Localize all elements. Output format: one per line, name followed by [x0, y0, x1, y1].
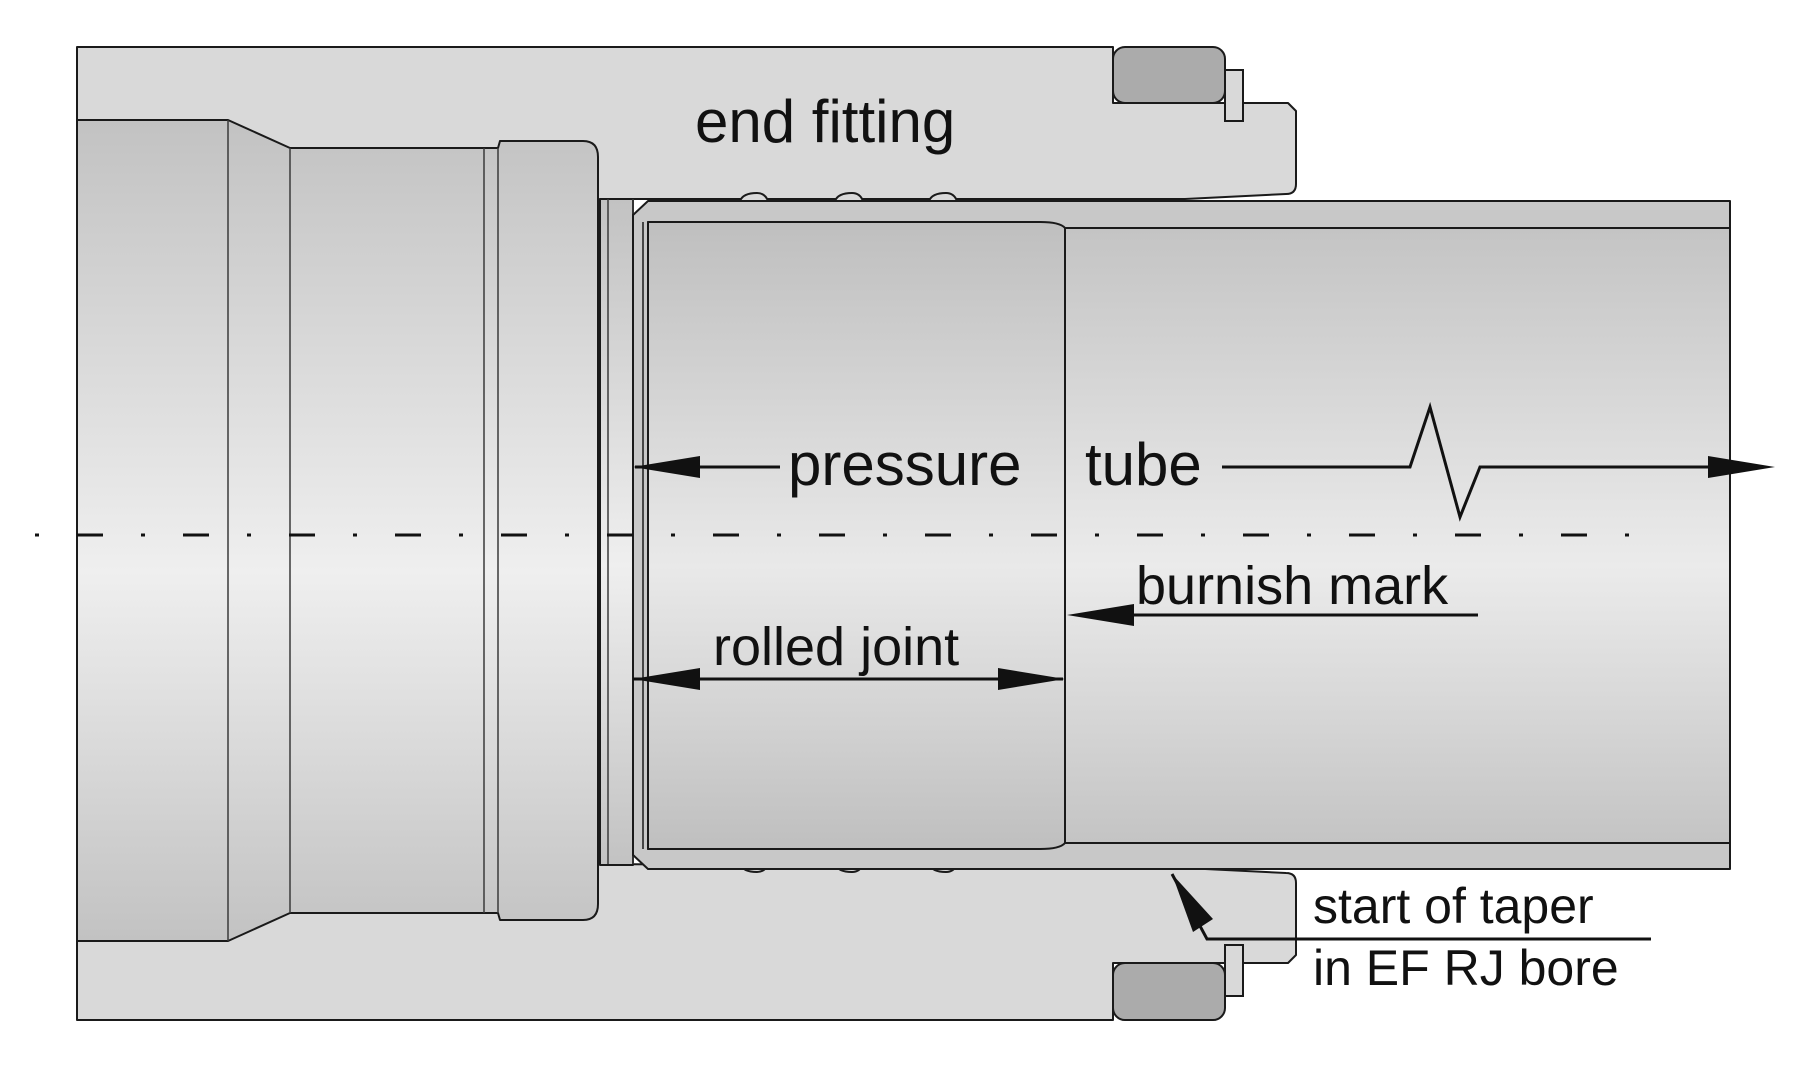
taper-label-line1: start of taper	[1313, 878, 1594, 934]
arrowheads	[633, 456, 1775, 478]
pressure-tube	[632, 200, 1731, 870]
burnish-arrow-icon	[1067, 604, 1134, 626]
seal-clip-bottom	[1224, 944, 1244, 997]
taper-label-line2: in EF RJ bore	[1313, 940, 1619, 996]
tube-label: tube	[1085, 431, 1202, 498]
pressure-label: pressure	[788, 431, 1021, 498]
groove-top-1	[739, 191, 769, 202]
seal-clip-top	[1224, 69, 1244, 122]
groove-top-3	[928, 191, 958, 202]
joint-land	[599, 198, 634, 866]
end-fitting-bore	[76, 119, 599, 942]
tube-bore	[1064, 227, 1731, 844]
rolled-joint-dimension	[633, 668, 1065, 690]
taper-arrow-icon	[1172, 874, 1213, 932]
burnish-mark-label: burnish mark	[1136, 556, 1449, 616]
end-fitting-body	[76, 46, 1297, 1021]
arrowhead-right-icon	[1708, 456, 1775, 478]
rolled-section-bore	[647, 221, 1066, 850]
end-fitting-label: end fitting	[695, 88, 955, 155]
taper-leader	[1170, 873, 1651, 941]
arrowhead-left-icon	[633, 456, 700, 478]
break-mark-icon	[1222, 401, 1710, 522]
burnish-mark-leader	[1067, 604, 1478, 626]
seal-rings	[1112, 46, 1244, 1021]
groove-top-2	[834, 191, 864, 202]
seal-ring-top	[1112, 46, 1226, 104]
rolled-joint-arrow-left-icon	[633, 668, 700, 690]
seal-ring-bottom	[1112, 962, 1226, 1021]
rolled-joint-arrow-right-icon	[998, 668, 1065, 690]
rolled-joint-label: rolled joint	[713, 617, 959, 677]
